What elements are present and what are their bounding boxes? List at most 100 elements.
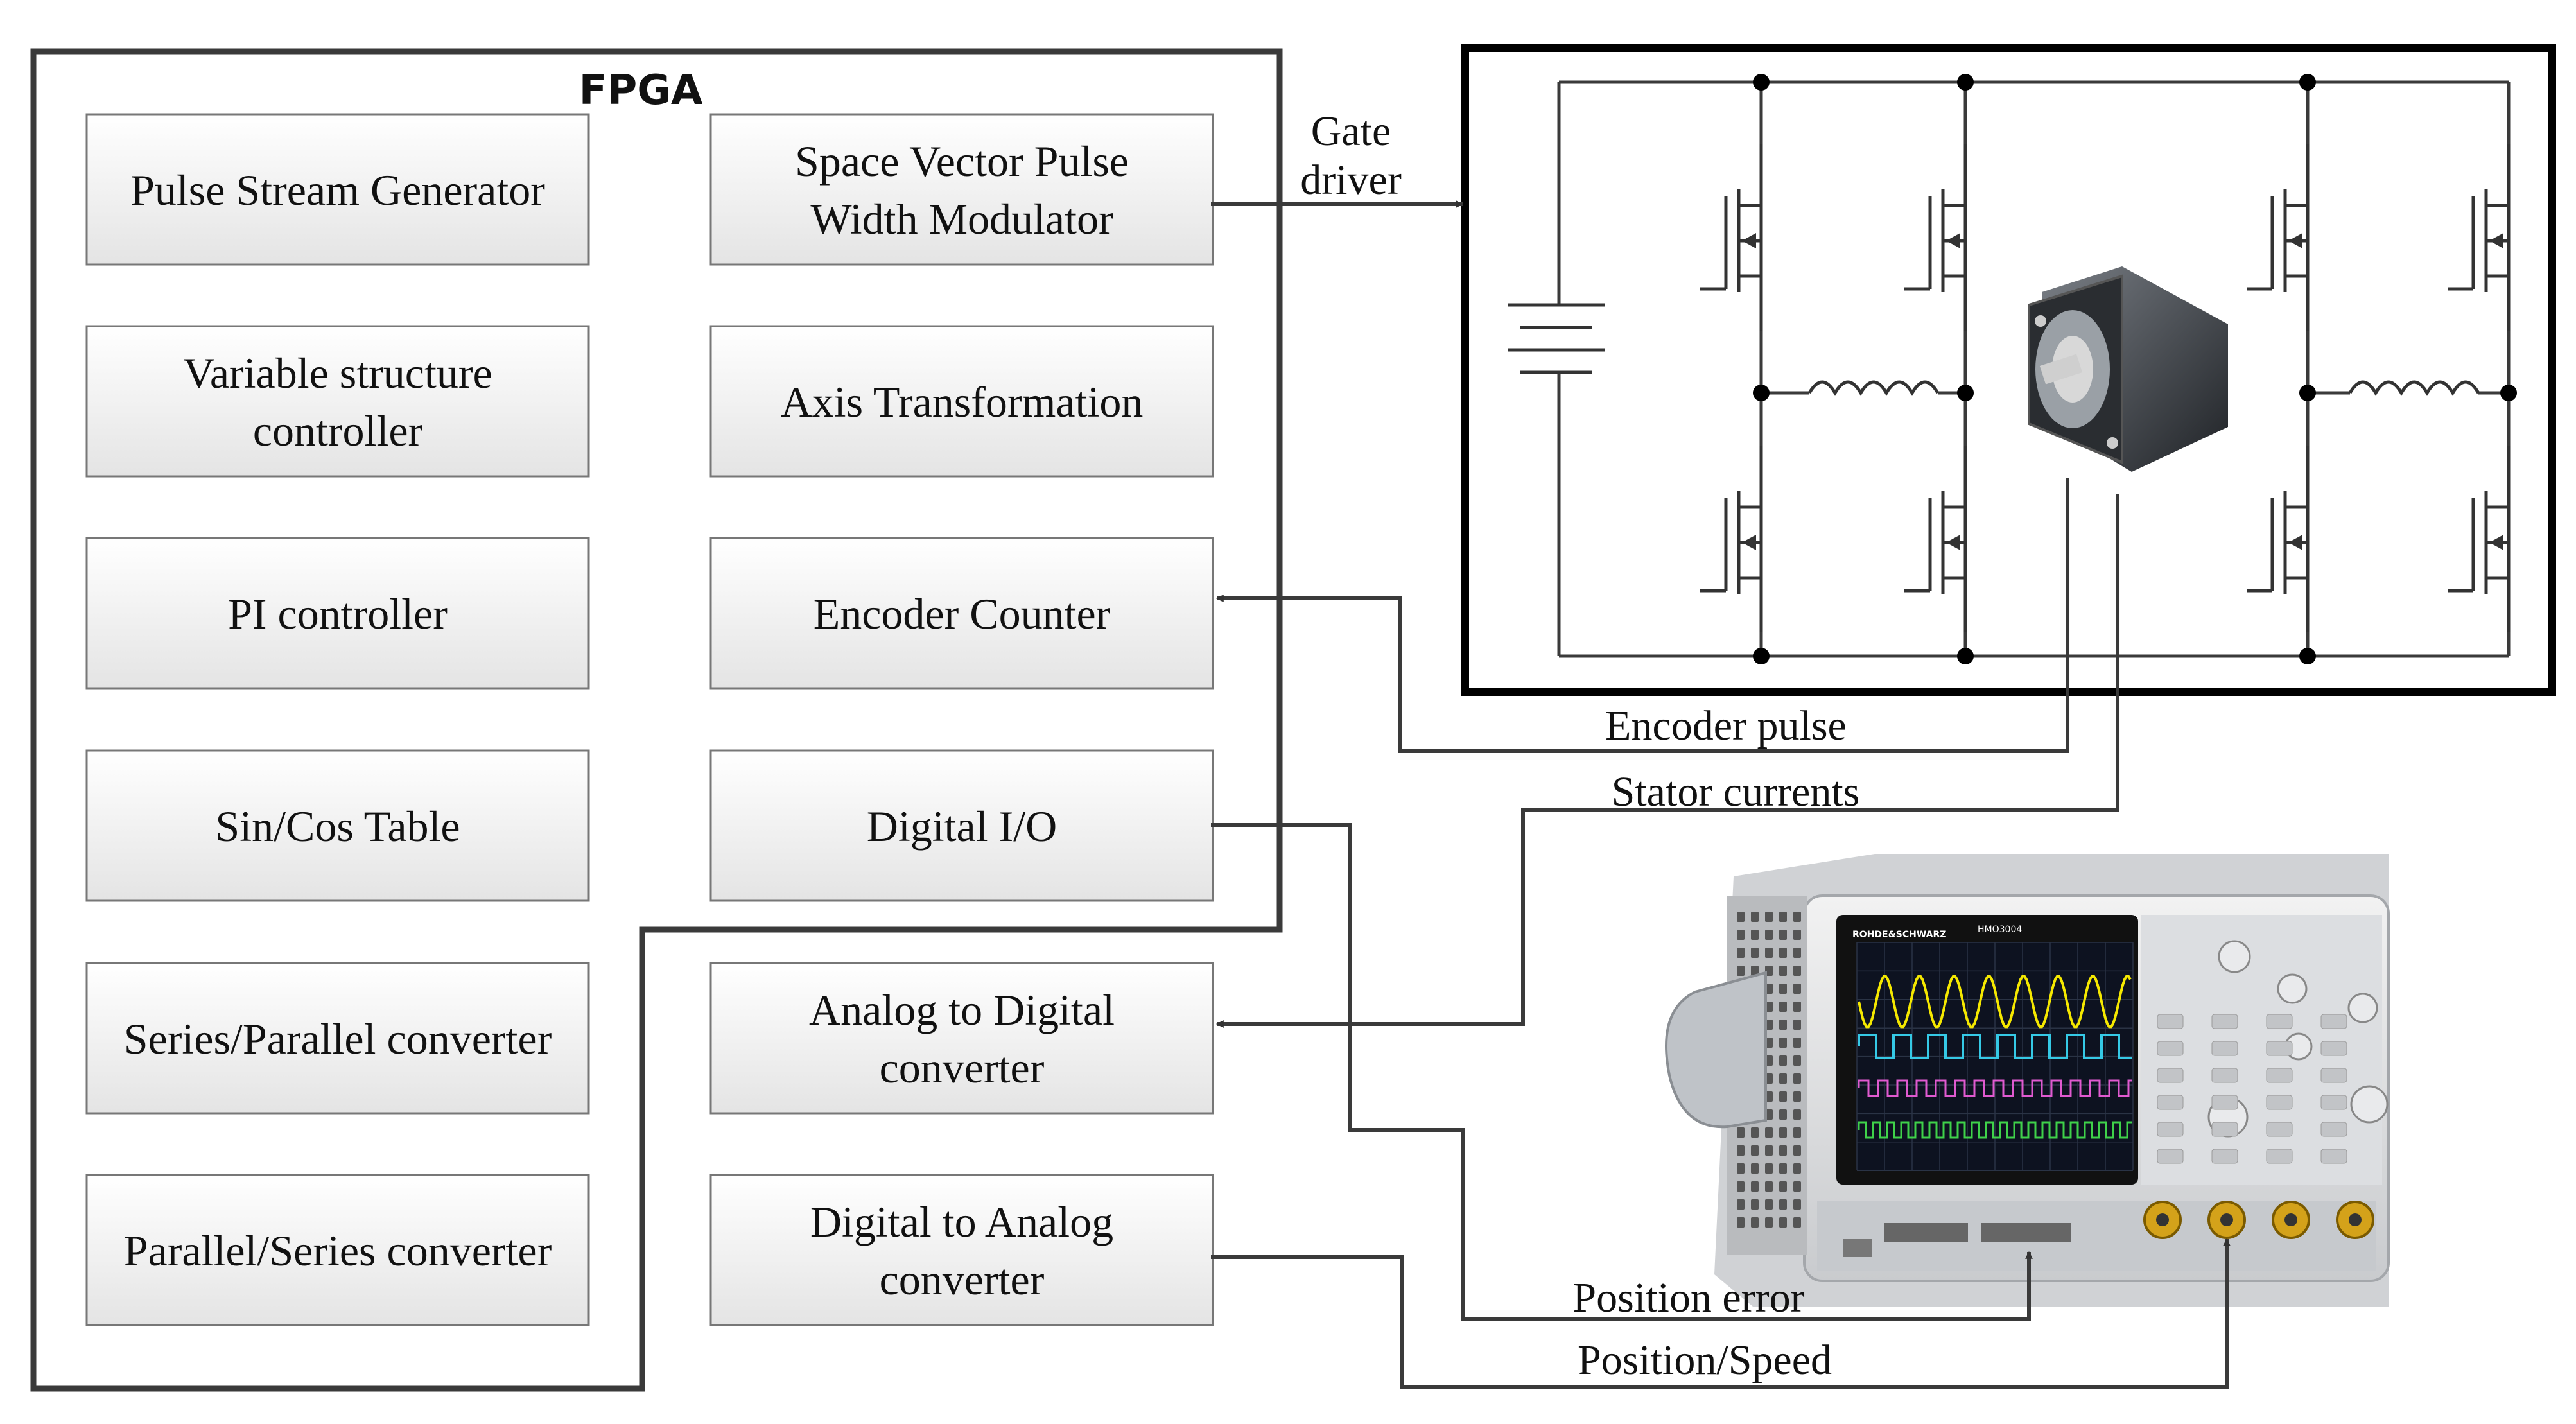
scope-button — [2266, 1068, 2293, 1083]
fpga-outline — [30, 48, 1283, 1392]
block-variable-structure-controller: Variable structure controller — [85, 325, 590, 478]
block-parallel-series-converter: Parallel/Series converter — [85, 1174, 590, 1326]
position-error-label: Position error — [1572, 1274, 1804, 1321]
encoder-pulse-label: Encoder pulse — [1605, 702, 1847, 749]
position-error-wire — [1211, 823, 2033, 1321]
scope-trace-green — [1858, 1121, 2132, 1139]
stator-currents-wire — [1215, 494, 2119, 1028]
block-box — [709, 325, 1214, 478]
block-label: Space Vector Pulse — [795, 137, 1129, 186]
block-label: Width Modulator — [810, 195, 1113, 243]
inductor-left-icon — [1807, 380, 1940, 396]
scope-knob — [2218, 940, 2251, 973]
block-box — [85, 325, 590, 478]
fpga-title: FPGA — [579, 67, 703, 114]
dc-source-icon — [1508, 303, 1605, 374]
block-pi-controller: PI controller — [85, 537, 590, 690]
block-label: Axis Transformation — [781, 378, 1144, 426]
block-label: Encoder Counter — [814, 589, 1111, 638]
scope-button — [2320, 1149, 2347, 1164]
block-label: converter — [880, 1255, 1045, 1304]
block-box — [85, 113, 590, 266]
scope-knob — [2350, 1085, 2389, 1124]
oscilloscope: ROHDE&SCHWARZ HMO3004 — [1665, 854, 2390, 1307]
scope-button — [2320, 1014, 2347, 1029]
fpga-blocks: Pulse Stream Generator Space Vector Pulse… — [85, 113, 1214, 1326]
block-label: converter — [880, 1043, 1045, 1092]
block-box — [85, 1174, 590, 1326]
scope-button — [2157, 1068, 2184, 1083]
block-label: Digital I/O — [867, 802, 1057, 851]
scope-button — [2211, 1122, 2238, 1137]
block-label: controller — [253, 406, 423, 455]
power-stage-frame — [1461, 44, 2556, 696]
block-dac: Digital to Analog converter — [709, 1174, 1214, 1326]
block-encoder-counter: Encoder Counter — [709, 537, 1214, 690]
scope-button — [2211, 1068, 2238, 1083]
scope-button — [2157, 1095, 2184, 1110]
scope-button — [2211, 1041, 2238, 1056]
signal-wires — [1211, 200, 2231, 1389]
block-label: Sin/Cos Table — [215, 802, 460, 851]
scope-trace-cyan — [1858, 1034, 2132, 1059]
inductor-right-icon — [2348, 380, 2480, 396]
scope-button — [2157, 1041, 2184, 1056]
logic-port-1 — [1884, 1223, 1968, 1242]
mosfet-icon — [1904, 144, 1967, 331]
scope-button — [2266, 1095, 2293, 1110]
block-digital-io: Digital I/O — [709, 749, 1214, 902]
junction-node — [2299, 385, 2316, 401]
junction-node — [1957, 648, 1974, 664]
block-box — [85, 749, 590, 902]
scope-button — [2320, 1068, 2347, 1083]
block-box — [709, 113, 1214, 266]
scope-button — [2266, 1041, 2293, 1056]
junction-node — [2299, 74, 2316, 91]
block-label: PI controller — [228, 589, 448, 638]
scope-button — [2266, 1122, 2293, 1137]
block-label: Series/Parallel converter — [124, 1014, 552, 1063]
mosfet-icon — [2448, 446, 2511, 632]
encoder-pulse-wire — [1215, 478, 2069, 753]
scope-button — [2211, 1095, 2238, 1110]
junction-node — [1957, 385, 1974, 401]
block-box — [709, 537, 1214, 690]
scope-trace-magenta — [1858, 1079, 2132, 1097]
scope-button — [2157, 1149, 2184, 1164]
block-box — [709, 962, 1214, 1115]
gate-label: Gate — [1311, 108, 1391, 155]
block-label: Pulse Stream Generator — [130, 166, 545, 214]
usb-port — [1843, 1239, 1872, 1257]
scope-button — [2157, 1122, 2184, 1137]
mosfet-icon — [1904, 446, 1967, 632]
scope-button — [2266, 1014, 2293, 1029]
scope-button — [2320, 1095, 2347, 1110]
block-label: Digital to Analog — [810, 1197, 1113, 1246]
stepper-motor-icon — [2028, 266, 2228, 472]
block-series-parallel-converter: Series/Parallel converter — [85, 962, 590, 1115]
mosfet-icon — [2247, 446, 2310, 632]
scope-button — [2266, 1149, 2293, 1164]
position-speed-label: Position/Speed — [1578, 1337, 1832, 1384]
mosfet-icon — [1700, 446, 1763, 632]
position-speed-wire — [1211, 1238, 2231, 1389]
block-axis-transformation: Axis Transformation — [709, 325, 1214, 478]
mosfet-icon — [2448, 144, 2511, 331]
junction-node — [2500, 385, 2517, 401]
oscilloscope-handle — [1665, 971, 1767, 1129]
oscilloscope-model: HMO3004 — [1978, 925, 2022, 935]
scope-knob — [2277, 973, 2308, 1004]
junction-node — [2299, 648, 2316, 664]
block-label: Parallel/Series converter — [124, 1226, 552, 1275]
driver-label: driver — [1300, 157, 1402, 204]
junction-node — [1753, 74, 1770, 91]
block-sin-cos-table: Sin/Cos Table — [85, 749, 590, 902]
block-pulse-stream-generator: Pulse Stream Generator — [85, 113, 590, 266]
block-label: Variable structure — [183, 349, 492, 397]
stator-currents-label: Stator currents — [1612, 768, 1860, 815]
oscilloscope-brand: ROHDE&SCHWARZ — [1852, 930, 1946, 940]
scope-button — [2211, 1014, 2238, 1029]
